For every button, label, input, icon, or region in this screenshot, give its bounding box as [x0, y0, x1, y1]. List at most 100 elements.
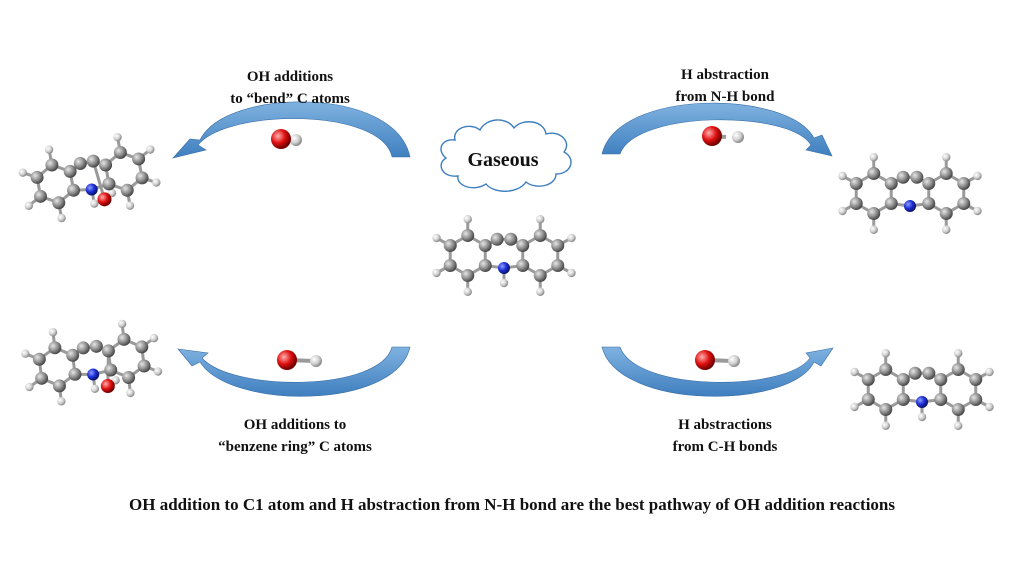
- product-molecule-bottom-right: [850, 349, 994, 430]
- carbon-atom: [922, 197, 936, 210]
- carbon-atom: [884, 177, 898, 190]
- gaseous-cloud: [440, 119, 572, 192]
- hydrogen-atom: [57, 397, 66, 406]
- hydrogen-atom: [942, 153, 951, 162]
- carbon-atom: [922, 366, 936, 380]
- carbon-atom: [478, 239, 492, 252]
- carbon-atom: [896, 170, 910, 184]
- carbon-atom: [934, 373, 948, 386]
- carbon-atom: [86, 154, 100, 168]
- carbon-atom: [879, 363, 893, 376]
- hydrogen-atom: [21, 349, 30, 358]
- carbon-atom: [951, 403, 965, 416]
- nitrogen-atom: [904, 200, 916, 212]
- carbon-atom: [461, 229, 475, 242]
- hydrogen-atom: [985, 367, 994, 377]
- hydrogen-atom: [985, 402, 994, 412]
- carbon-atom: [101, 344, 115, 358]
- carbon-atom: [120, 183, 134, 197]
- hydrogen-atom: [917, 412, 927, 422]
- hydrogen-atom: [432, 233, 441, 243]
- hydrogen-atom: [126, 388, 135, 398]
- hydrogen-atom: [536, 287, 545, 296]
- carbon-atom: [551, 239, 565, 252]
- hydrogen-atom: [463, 287, 472, 296]
- hydrogen-atom: [942, 225, 951, 234]
- carbon-atom: [896, 373, 910, 386]
- carbon-atom: [66, 348, 80, 362]
- hydrogen-atom: [954, 421, 963, 430]
- carbon-atom: [969, 373, 983, 386]
- product-molecule-bottom-left: [21, 319, 163, 406]
- nitrogen-atom: [916, 396, 928, 408]
- hydrogen-atom: [153, 367, 163, 376]
- hydrogen-atom: [881, 421, 890, 430]
- hydrogen-atom: [869, 153, 878, 162]
- hydrogen-atom: [24, 201, 34, 210]
- carbon-atom: [135, 171, 149, 185]
- carbon-atom: [122, 371, 136, 385]
- carbon-atom: [867, 207, 881, 220]
- carbon-atom: [45, 158, 59, 172]
- carbazole-molecule-center: [432, 215, 576, 296]
- hydrogen-atom: [90, 199, 99, 208]
- carbon-atom: [861, 373, 875, 386]
- carbon-atom: [533, 229, 547, 242]
- hydrogen-atom: [499, 278, 509, 288]
- hydrogen-atom: [869, 225, 878, 234]
- arrow-bottom-right: [601, 346, 834, 397]
- cloud-label: Gaseous: [467, 149, 539, 171]
- carbon-atom: [67, 183, 81, 197]
- carbon-atom: [137, 359, 151, 373]
- carbon-atom: [939, 167, 953, 180]
- hydrogen-atom: [117, 319, 127, 329]
- arrow-top-right: [601, 102, 833, 157]
- carbon-atom: [132, 152, 146, 166]
- label-bottom-right-line2: from C-H bonds: [672, 439, 778, 455]
- carbon-atom: [884, 197, 898, 210]
- carbon-atom: [910, 170, 924, 184]
- carbon-atom: [516, 259, 530, 272]
- hydrogen-atom: [152, 178, 161, 187]
- hydrogen-atom: [90, 384, 100, 394]
- carbon-atom: [102, 177, 116, 191]
- carbon-atom: [516, 239, 530, 252]
- carbon-atom: [35, 371, 49, 385]
- carbon-atom: [478, 259, 492, 272]
- hydrogen-atom: [25, 382, 34, 392]
- carbon-atom: [849, 177, 863, 190]
- oh-radical-bottom-right: [695, 350, 740, 370]
- oh-radical-top-left: [271, 129, 302, 149]
- carbon-atom: [861, 393, 875, 406]
- carbon-atom: [30, 170, 44, 184]
- hydrogen-atom: [18, 168, 28, 177]
- label-bottom-right-line1: H abstractions: [678, 417, 772, 433]
- carbon-atom: [867, 167, 881, 180]
- nitrogen-atom: [498, 262, 510, 274]
- oh-radical-bottom-left: [277, 350, 322, 370]
- product-molecule-top-left: [18, 132, 161, 223]
- carbon-atom: [113, 146, 127, 160]
- hydrogen-atom: [838, 206, 847, 216]
- nitrogen-atom: [85, 183, 98, 196]
- label-bottom-left-line2: “benzene ring” C atoms: [218, 439, 372, 455]
- carbon-atom: [849, 197, 863, 210]
- carbon-atom: [443, 259, 457, 272]
- carbon-atom: [957, 177, 971, 190]
- hydrogen-atom: [850, 367, 859, 377]
- carbon-atom: [939, 207, 953, 220]
- carbon-atom: [951, 363, 965, 376]
- hydrogen-atom: [881, 349, 890, 358]
- hydrogen-atom: [44, 145, 54, 154]
- label-bottom-left-line1: OH additions to: [243, 417, 347, 433]
- carbon-atom: [879, 403, 893, 416]
- hydrogen-atom: [57, 213, 66, 223]
- carbon-atom: [504, 232, 518, 246]
- product-molecule-top-right: [838, 153, 982, 234]
- hydrogen-atom: [113, 132, 122, 142]
- carbon-atom: [490, 232, 504, 246]
- carbon-atom: [73, 156, 87, 170]
- hydrogen-atom: [567, 233, 576, 243]
- carbon-atom: [957, 197, 971, 210]
- carbon-atom: [52, 379, 66, 393]
